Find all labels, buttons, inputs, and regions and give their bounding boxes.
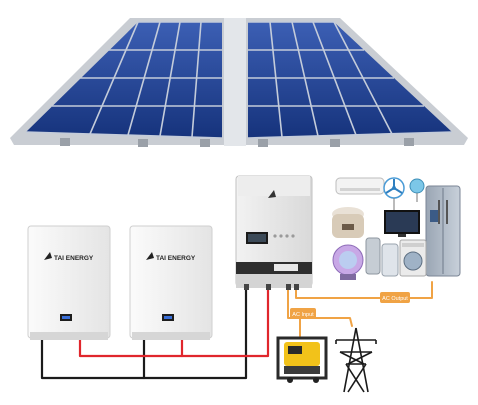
refrigerator-icon — [425, 185, 461, 277]
battery-negative-bus — [40, 336, 146, 380]
washing-machine-icon — [399, 239, 427, 277]
heater-icon — [365, 237, 381, 275]
inverter-stripe-plate — [274, 264, 298, 271]
grid-wire — [299, 317, 353, 327]
generator-wheel-right — [313, 377, 319, 383]
battery-right-body — [129, 225, 213, 339]
generator-engine — [284, 366, 320, 374]
generator-frame — [276, 336, 328, 380]
ac-input-label: AC Input — [292, 312, 314, 318]
ac-output-label-group: AC Output — [380, 292, 410, 303]
fan-icon — [383, 177, 405, 210]
inverter-top-panel — [238, 176, 310, 196]
ac-output-label: AC Output — [382, 296, 408, 302]
desk-fan-icon — [409, 178, 425, 202]
television-icon — [384, 210, 420, 237]
battery-left-logo-icon — [44, 252, 52, 260]
solar-roof — [10, 18, 468, 147]
roof-ridge — [224, 18, 246, 146]
air-conditioner-vent — [340, 188, 380, 191]
wiring — [40, 281, 433, 380]
battery-left-brand: TAI ENERGY — [54, 255, 94, 262]
battery-left: TAI ENERGY — [27, 225, 111, 340]
inverter-negative-wire — [142, 288, 248, 380]
rice-cooker-icon — [332, 207, 364, 238]
battery-right-base — [132, 332, 210, 340]
appliances — [332, 177, 461, 280]
battery-left-base — [30, 332, 108, 340]
inverter-terminal-block — [236, 274, 312, 288]
inverter-terminals — [244, 284, 299, 290]
generator-wheel-left — [287, 377, 293, 383]
inverter-positive-wire — [180, 288, 270, 358]
battery-left-body — [27, 225, 111, 339]
battery-left-display-glow — [62, 316, 70, 319]
ac-input-label-group: AC Input — [290, 308, 316, 319]
panel-grid-right — [247, 21, 453, 139]
mosquito-lamp-icon — [332, 244, 364, 280]
air-cooler-icon — [381, 243, 399, 277]
air-conditioner-icon — [335, 177, 385, 195]
transmission-tower-icon — [335, 327, 377, 393]
battery-positive-bus — [78, 336, 184, 358]
ac-input-tag — [290, 308, 316, 319]
solar-panels-left — [26, 22, 222, 138]
inverter-display-screen — [248, 234, 266, 242]
mounting-feet — [60, 138, 414, 147]
battery-right-brand: TAI ENERGY — [156, 255, 196, 262]
battery-right: TAI ENERGY — [129, 225, 213, 340]
battery-right-display-glow — [164, 316, 172, 319]
battery-right-logo-icon — [146, 252, 154, 260]
inverter-logo-icon — [268, 190, 276, 198]
generator-icon — [276, 336, 328, 383]
inverter-buttons — [273, 234, 295, 238]
ac-output-tag — [380, 292, 410, 303]
generator-badge — [288, 346, 302, 354]
ac-output-wire — [295, 281, 433, 299]
panel-grid-left — [25, 21, 223, 139]
inverter — [235, 175, 313, 290]
